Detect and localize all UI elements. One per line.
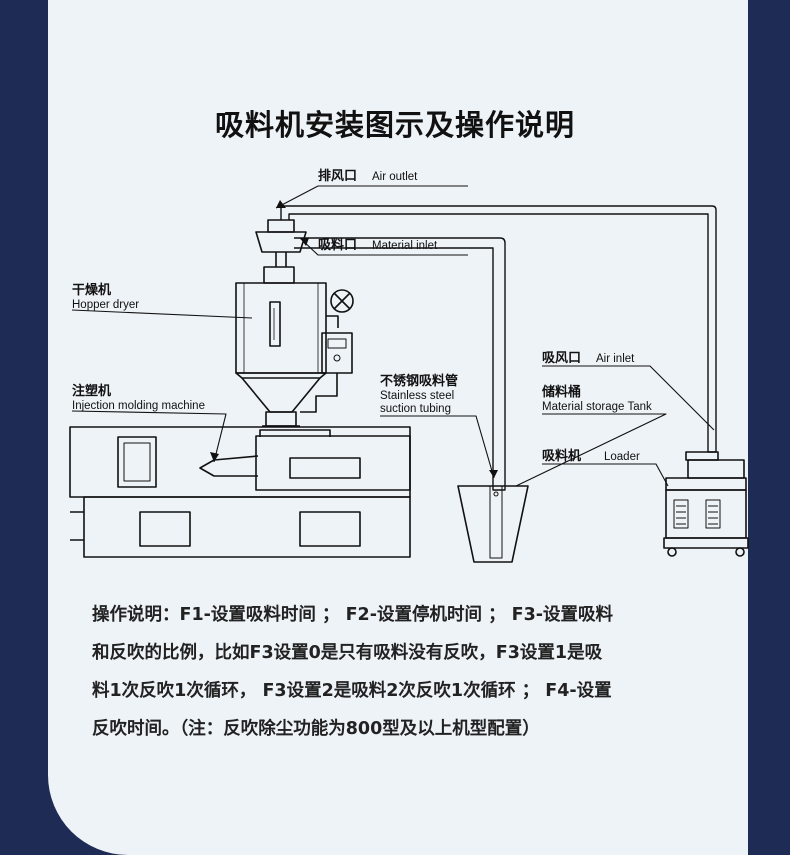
suction-tubing [294,237,506,491]
air-hose [280,205,717,453]
label-storage-tank-cn: 储料桶 [541,384,581,400]
label-air-outlet-cn: 排风口 [318,168,357,184]
label-hopper-dryer-cn: 干燥机 [72,282,111,298]
instruction-line: 反吹时间。（注：反吹除尘功能为800型及以上机型配置） [92,719,540,739]
storage-tank-illustration [457,485,529,563]
label-loader-en: Loader [604,451,640,463]
label-air-inlet-en: Air inlet [596,353,635,365]
label-tubing-en1: Stainless steel [380,390,454,402]
leader-arrows [210,200,498,478]
label-storage-tank-en: Material storage Tank [542,401,652,413]
label-injection-machine-en: Injection molding machine [72,400,205,412]
label-loader-cn: 吸料机 [542,448,581,464]
label-air-inlet-cn: 吸风口 [542,351,581,366]
operation-instructions: 操作说明：F1-设置吸料时间 ； F2-设置停机时间 ； F3-设置吸料 和反吹… [92,596,722,748]
instruction-line: 操作说明：F1-设置吸料时间 ； F2-设置停机时间 ； F3-设置吸料 [92,605,614,625]
injection-machine-illustration [69,426,411,558]
label-injection-machine-cn: 注塑机 [72,383,111,399]
loader-illustration [663,451,749,557]
label-hopper-dryer-en: Hopper dryer [72,299,139,311]
label-air-outlet-en: Air outlet [372,171,418,183]
instruction-line: 料1次反吹1次循环， F3设置2是吸料2次反吹1次循环 ； F4-设置 [92,681,612,701]
hopper-dryer-illustration [235,219,354,427]
installation-diagram: 排风口 Air outlet 吸料口 Material inlet 干燥机 Ho… [69,168,749,563]
leader-lines [71,185,715,487]
instruction-line: 和反吹的比例，比如F3设置0是只有吸料没有反吹，F3设置1是吸 [92,643,603,663]
label-material-inlet-en: Material inlet [372,240,438,252]
label-material-inlet-cn: 吸料口 [318,237,357,253]
label-tubing-cn: 不锈钢吸料管 [380,373,458,389]
label-tubing-en2: suction tubing [380,403,451,415]
page-title: 吸料机安装图示及操作说明 [214,108,575,142]
